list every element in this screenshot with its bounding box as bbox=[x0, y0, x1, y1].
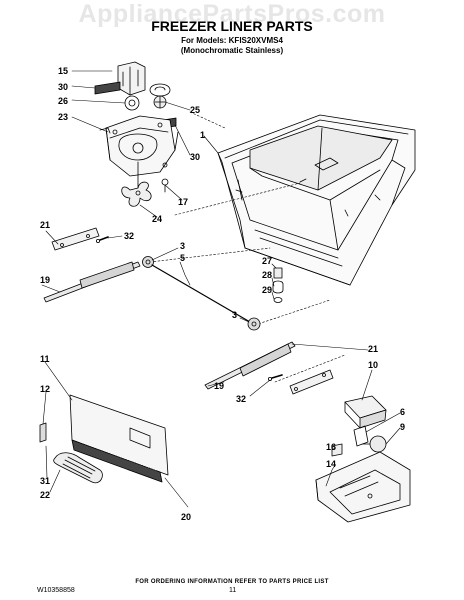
callout-14: 14 bbox=[326, 459, 336, 469]
callout-19: 19 bbox=[40, 275, 50, 285]
front-cover-panel bbox=[39, 394, 169, 484]
fan-assembly bbox=[94, 61, 179, 207]
callout-5: 5 bbox=[180, 253, 185, 263]
callout-24: 24 bbox=[152, 214, 162, 224]
page-number: 11 bbox=[229, 587, 237, 594]
callout-17: 17 bbox=[178, 197, 188, 207]
axle-assembly bbox=[142, 256, 261, 331]
light-housing bbox=[315, 395, 411, 523]
callout-6: 6 bbox=[400, 407, 405, 417]
document-number: W10358858 bbox=[37, 587, 75, 594]
variant-line: (Monochromatic Stainless) bbox=[180, 46, 284, 55]
lower-slide-rail bbox=[204, 341, 334, 395]
callout-25: 25 bbox=[190, 105, 200, 115]
callout-1: 1 bbox=[200, 130, 205, 140]
callout-27: 27 bbox=[262, 256, 272, 266]
callout-3-lower: 3 bbox=[232, 310, 237, 320]
models-line: For Models: KFIS20XVMS4 bbox=[181, 36, 283, 45]
callout-numbers: 15 30 26 23 25 1 30 17 24 21 32 3 5 19 2… bbox=[40, 66, 405, 522]
callout-11: 11 bbox=[40, 354, 50, 364]
watermark: AppliancePartsPros.com bbox=[78, 0, 386, 28]
bumper-parts bbox=[272, 267, 284, 303]
page-title: FREEZER LINER PARTS bbox=[151, 18, 313, 34]
ordering-note: FOR ORDERING INFORMATION REFER TO PARTS … bbox=[135, 579, 329, 585]
callout-10: 10 bbox=[368, 360, 378, 370]
callout-3: 3 bbox=[180, 241, 185, 251]
callout-28: 28 bbox=[262, 270, 272, 280]
callout-12: 12 bbox=[40, 384, 50, 394]
callout-16: 16 bbox=[326, 442, 336, 452]
callout-30-lower: 30 bbox=[190, 152, 200, 162]
callout-20: 20 bbox=[181, 512, 191, 522]
callout-9: 9 bbox=[400, 422, 405, 432]
callout-19-lower: 19 bbox=[214, 381, 224, 391]
callout-32-lower: 32 bbox=[236, 394, 246, 404]
callout-30: 30 bbox=[58, 82, 68, 92]
callout-29: 29 bbox=[262, 285, 272, 295]
freezer-liner-bin bbox=[217, 114, 416, 286]
callout-21-lower: 21 bbox=[368, 344, 378, 354]
callout-15: 15 bbox=[58, 66, 68, 76]
callout-23: 23 bbox=[58, 112, 68, 122]
callout-31: 31 bbox=[40, 476, 50, 486]
callout-32: 32 bbox=[124, 231, 134, 241]
callout-22: 22 bbox=[40, 490, 50, 500]
callout-21: 21 bbox=[40, 220, 50, 230]
upper-slide-rail bbox=[43, 227, 141, 303]
callout-26: 26 bbox=[58, 96, 68, 106]
